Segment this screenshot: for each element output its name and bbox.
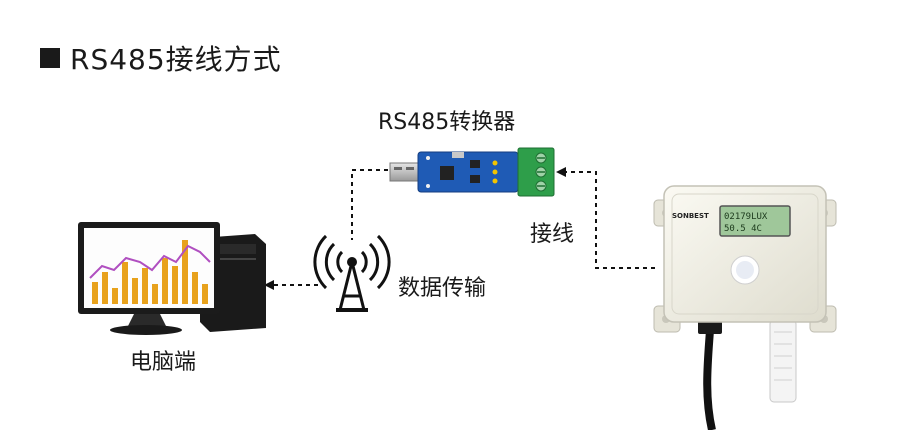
sensor-lcd-line2: 50.5 4C — [724, 224, 762, 234]
pc-label: 电脑端 — [130, 350, 197, 375]
screen-chart-line — [89, 244, 211, 279]
sensor-device — [653, 185, 837, 430]
connection-lines — [264, 167, 655, 290]
rs485-converter — [389, 147, 555, 197]
converter-to-antenna-line — [351, 169, 388, 240]
screen-chart-bars — [92, 240, 208, 304]
wiring-label: 接线 — [530, 222, 575, 247]
sensor-to-converter-arrow — [556, 167, 655, 269]
diagram-title: RS485接线方式 — [40, 38, 282, 78]
converter-label: RS485转换器 — [378, 110, 516, 135]
sensor-brand: SONBEST — [672, 212, 709, 220]
converter-pcb — [417, 151, 519, 193]
sensor-lcd-line1: 02179LUX — [724, 212, 768, 222]
usb-plug — [389, 162, 419, 182]
transmission-label: 数据传输 — [398, 276, 487, 301]
antenna-icon — [313, 234, 391, 312]
pc-icon — [78, 222, 266, 335]
monitor-stand — [128, 314, 166, 326]
title-square-icon — [40, 48, 60, 68]
sensor-lcd — [719, 205, 791, 237]
title-text: RS485接线方式 — [70, 43, 282, 76]
